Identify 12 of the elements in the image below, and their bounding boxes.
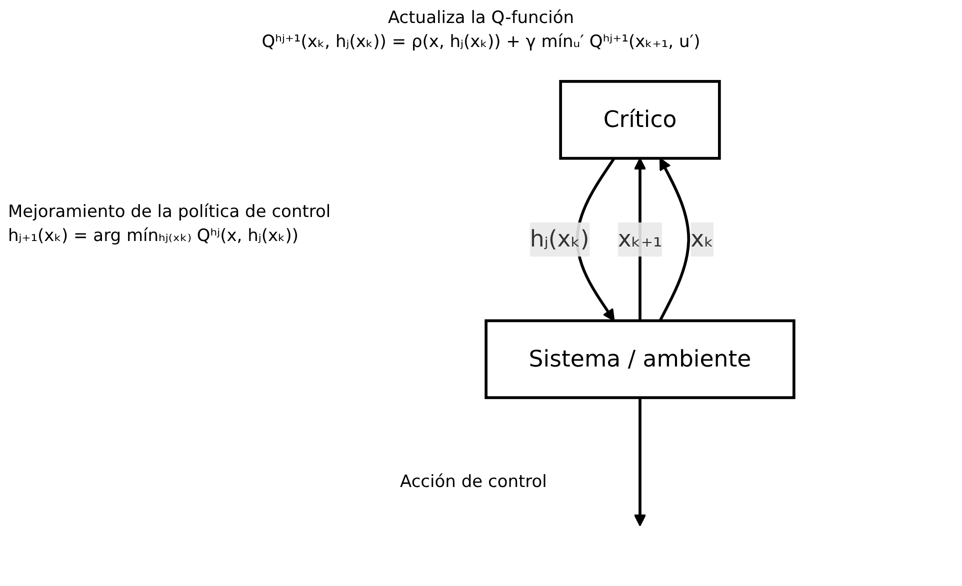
formula-text: hⱼ₊₁(xₖ) = arg mínₕⱼ₍ₓₖ₎ Qʰʲ(x, hⱼ(xₖ)) [8, 226, 299, 246]
arrow [634, 398, 646, 526]
node-box: Crítico [559, 80, 721, 160]
heading-text: Mejoramiento de la política de control [8, 202, 331, 222]
node-box: Sistema / ambiente [484, 319, 796, 400]
edge-label: xₖ [690, 225, 714, 252]
note-text: Acción de control [400, 472, 547, 492]
edge-label: hⱼ(xₖ) [530, 225, 590, 252]
formula-text: Qʰʲ⁺¹(xₖ, hⱼ(xₖ)) = ρ(x, hⱼ(xₖ)) + γ mínᵤ′ Qʰʲ⁺¹(xₖ₊₁, u′) [262, 32, 700, 52]
heading-text: Actualiza la Q-función [388, 8, 574, 28]
arrow [658, 158, 690, 322]
edge-label: xₖ₊₁ [618, 225, 662, 252]
